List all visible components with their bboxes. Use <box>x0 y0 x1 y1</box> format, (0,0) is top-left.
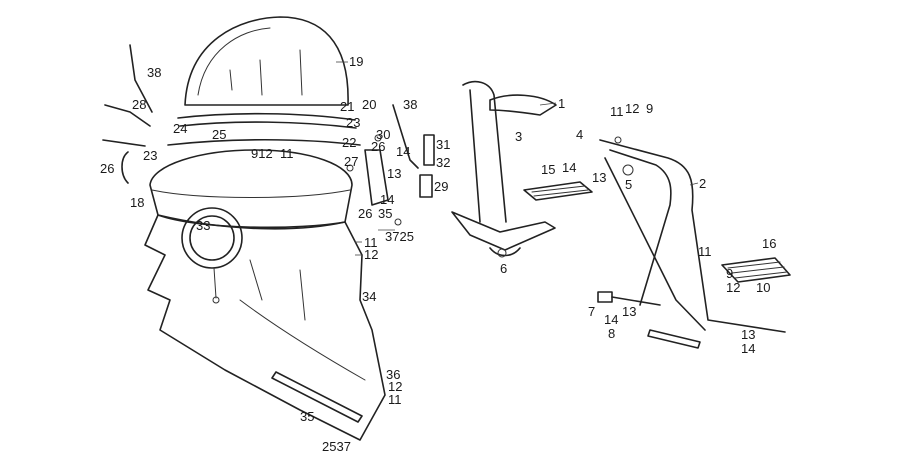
callout-26: 26 <box>371 139 386 154</box>
callout-11: 11 <box>364 235 378 250</box>
callout-18: 18 <box>130 195 145 210</box>
callout-12: 12 <box>625 101 640 116</box>
callout-38: 38 <box>147 65 162 80</box>
callout-22: 22 <box>342 135 357 150</box>
callout-38: 38 <box>403 97 418 112</box>
callout-2537: 2537 <box>322 439 351 454</box>
callout-34: 34 <box>362 289 377 304</box>
callout-30: 30 <box>376 127 391 142</box>
callout-10: 10 <box>756 280 771 295</box>
callout-3: 3 <box>515 129 523 144</box>
windshield-part <box>184 16 349 106</box>
callout-13: 13 <box>741 327 756 342</box>
callout-11: 11 <box>698 244 712 259</box>
callout-28: 28 <box>132 97 147 112</box>
callout-35: 35 <box>300 409 315 424</box>
trim-strips <box>167 112 361 146</box>
callout-19: 19 <box>349 54 364 69</box>
seat-frame <box>451 80 557 258</box>
callout-7: 7 <box>588 304 596 319</box>
leg-shield <box>144 214 386 441</box>
rear-frame <box>599 136 786 333</box>
callout-27: 27 <box>344 154 359 169</box>
callout-20: 20 <box>362 97 377 112</box>
callout-12: 12 <box>388 379 403 394</box>
callout-13: 13 <box>592 170 607 185</box>
callout-2: 2 <box>699 176 707 191</box>
callout-33: 33 <box>196 218 211 233</box>
callout-26: 26 <box>358 206 373 221</box>
callout-12: 12 <box>364 247 379 262</box>
callout-11: 11 <box>388 392 402 407</box>
callout-14: 14 <box>562 160 577 175</box>
headlight-ring <box>181 207 243 304</box>
callout-912: 912 <box>251 146 273 161</box>
callout-6: 6 <box>500 261 508 276</box>
callout-14: 14 <box>380 192 395 207</box>
callout-21: 21 <box>340 99 355 114</box>
headlight-cowl <box>149 149 353 229</box>
callout-23: 23 <box>143 148 158 163</box>
edge-strip <box>271 371 363 423</box>
center-hardware <box>346 104 435 226</box>
callout-14: 14 <box>741 341 756 356</box>
callout-25: 25 <box>212 127 227 142</box>
callout-15: 15 <box>541 162 556 177</box>
footboard-mat <box>721 257 791 283</box>
callout-9: 9 <box>726 266 734 281</box>
callout-14: 14 <box>396 144 411 159</box>
callout-23: 23 <box>346 115 361 130</box>
callout-24: 24 <box>173 121 188 136</box>
lower-bracket <box>597 291 701 349</box>
leader-lines <box>336 61 699 256</box>
callout-1: 1 <box>558 96 566 111</box>
callout-31: 31 <box>436 137 451 152</box>
callout-13: 13 <box>387 166 402 181</box>
callout-3725: 3725 <box>385 229 414 244</box>
callout-36: 36 <box>386 367 401 382</box>
callout-29: 29 <box>434 179 449 194</box>
callout-4: 4 <box>576 127 584 142</box>
callout-9: 9 <box>646 101 654 116</box>
callout-11: 11 <box>610 104 624 119</box>
left-brackets <box>102 44 153 184</box>
callout-14: 14 <box>604 312 619 327</box>
callout-11: 11 <box>280 146 294 161</box>
callout-5: 5 <box>625 177 633 192</box>
callout-12: 12 <box>726 280 741 295</box>
callout-13: 13 <box>622 304 637 319</box>
callout-16: 16 <box>762 236 777 251</box>
callout-8: 8 <box>608 326 616 341</box>
callout-26: 26 <box>100 161 115 176</box>
floor-mat-small <box>523 181 593 201</box>
callout-32: 32 <box>436 155 451 170</box>
callout-35: 35 <box>378 206 393 221</box>
